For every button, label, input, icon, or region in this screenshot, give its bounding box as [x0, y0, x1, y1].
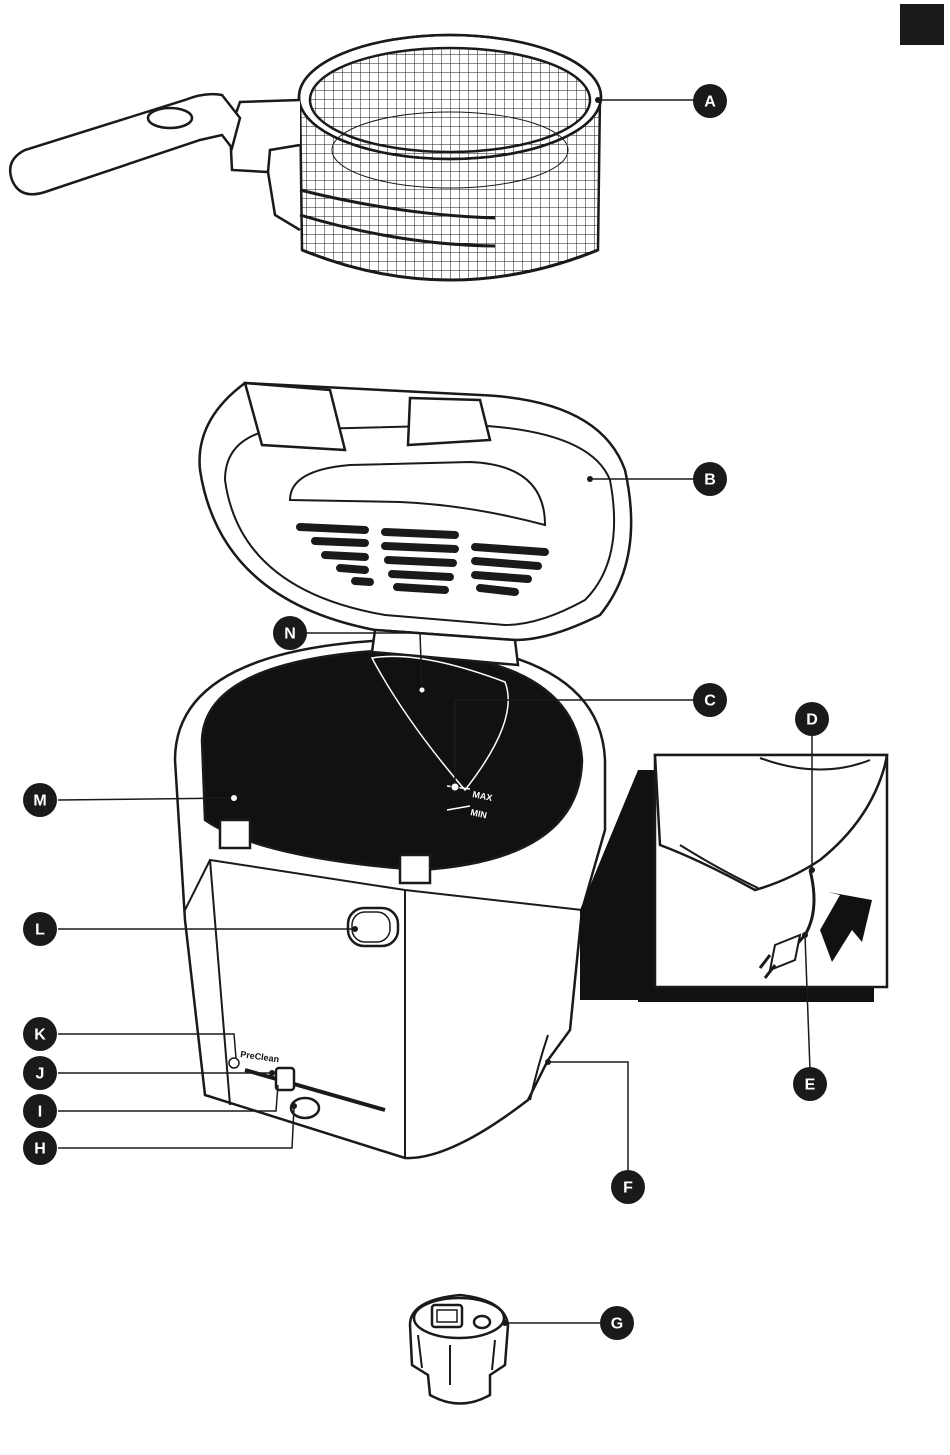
fryer-lid — [200, 383, 632, 640]
label-badge-a: A — [693, 84, 727, 118]
label-badge-e: E — [793, 1067, 827, 1101]
label-badge-h: H — [23, 1131, 57, 1165]
cord-detail-inset — [580, 755, 887, 1002]
label-badge-f: F — [611, 1170, 645, 1204]
corner-tab — [900, 4, 944, 45]
label-badge-m: M — [23, 783, 57, 817]
label-m: M — [33, 793, 46, 810]
label-b: B — [704, 472, 716, 489]
label-badge-l: L — [23, 912, 57, 946]
frying-basket — [10, 35, 601, 280]
label-l: L — [35, 922, 45, 939]
filter-cap — [410, 1295, 508, 1404]
label-h: H — [34, 1141, 46, 1158]
fryer-body — [175, 630, 605, 1158]
label-f: F — [623, 1180, 633, 1197]
label-badge-j: J — [23, 1056, 57, 1090]
label-n: N — [284, 626, 296, 643]
label-a: A — [704, 94, 716, 111]
label-badge-c: C — [693, 683, 727, 717]
label-badge-i: I — [23, 1094, 57, 1128]
label-i: I — [38, 1104, 42, 1121]
label-badge-g: G — [600, 1306, 634, 1340]
label-badge-k: K — [23, 1017, 57, 1051]
label-e: E — [805, 1077, 816, 1094]
label-badge-n: N — [273, 616, 307, 650]
label-badge-b: B — [693, 462, 727, 496]
label-g: G — [611, 1316, 623, 1333]
label-d: D — [806, 712, 818, 729]
label-c: C — [704, 693, 716, 710]
label-badge-d: D — [795, 702, 829, 736]
oil-container — [202, 650, 582, 870]
label-j: J — [36, 1066, 45, 1083]
label-k: K — [34, 1027, 46, 1044]
